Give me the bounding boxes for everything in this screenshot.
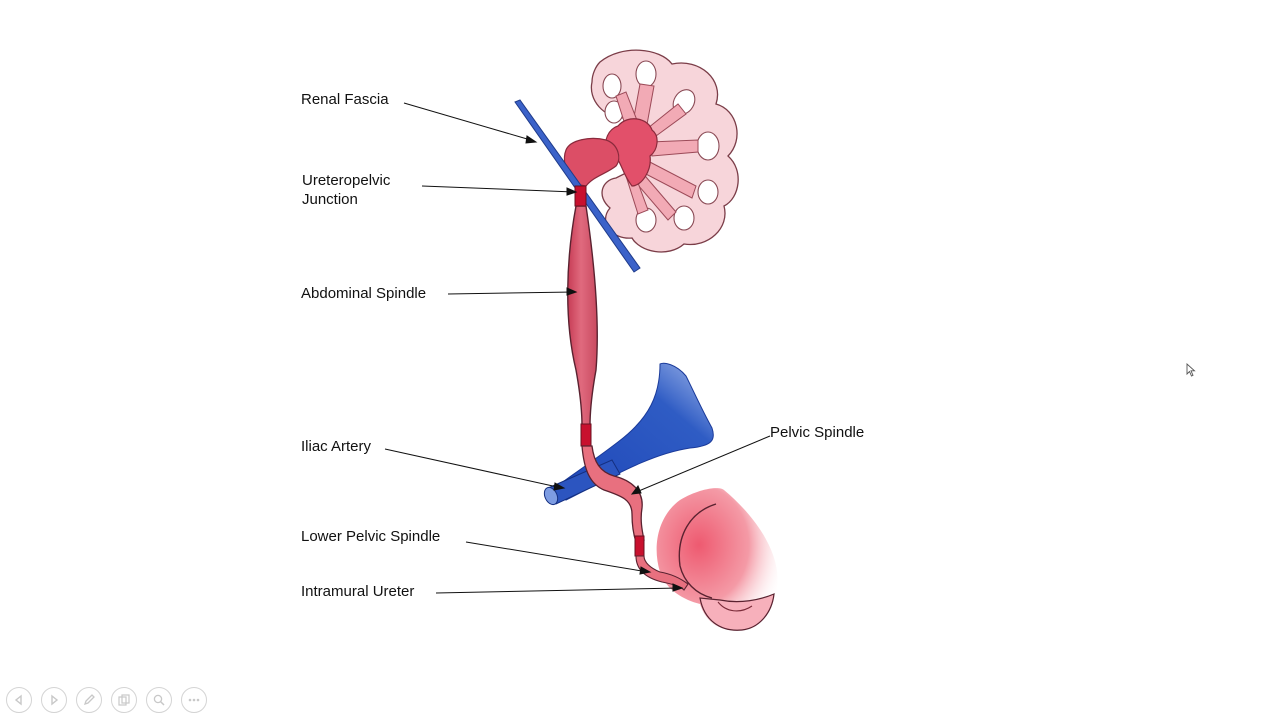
slides-icon <box>118 694 130 706</box>
more-icon <box>188 698 200 702</box>
previous-icon <box>14 694 22 706</box>
label-lower-pelvic-spindle: Lower Pelvic Spindle <box>301 528 441 545</box>
more-options-button[interactable] <box>181 687 207 713</box>
next-button[interactable] <box>41 687 67 713</box>
label-renal-fascia: Renal Fascia <box>301 91 389 108</box>
bladder <box>656 488 778 631</box>
zoom-icon <box>153 694 165 706</box>
label-ureteropelvic-junction-line1: Ureteropelvic <box>302 172 391 189</box>
slideshow-toolbar <box>6 687 207 713</box>
intramural-ureter <box>635 555 689 591</box>
label-ureteropelvic-junction-line2: Junction <box>302 191 358 208</box>
upj-narrowing <box>574 185 587 207</box>
slides-button[interactable] <box>111 687 137 713</box>
pen-icon <box>83 694 95 706</box>
next-icon <box>51 694 59 706</box>
pen-button[interactable] <box>76 687 102 713</box>
kidney <box>563 49 739 253</box>
lower-pelvic-narrowing <box>634 535 645 557</box>
mouse-cursor-icon <box>1186 363 1196 377</box>
label-iliac-artery: Iliac Artery <box>301 438 372 455</box>
leader-lines <box>384 102 771 594</box>
previous-button[interactable] <box>6 687 32 713</box>
label-pelvic-spindle: Pelvic Spindle <box>770 424 865 441</box>
label-intramural-ureter: Intramural Ureter <box>301 583 415 600</box>
iliac-narrowing <box>580 423 592 447</box>
zoom-button[interactable] <box>146 687 172 713</box>
label-abdominal-spindle: Abdominal Spindle <box>301 285 427 302</box>
abdominal-ureter <box>567 205 598 427</box>
